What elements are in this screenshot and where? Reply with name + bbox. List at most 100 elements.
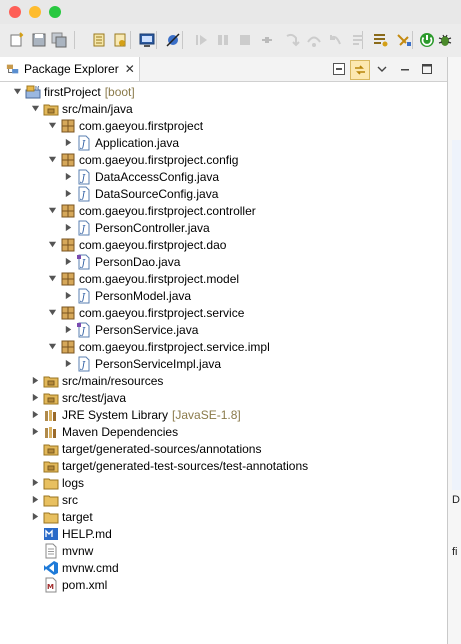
tree-item-label: mvnw [62, 543, 94, 558]
expanded-twisty-icon[interactable] [30, 104, 40, 114]
collapsed-twisty-icon[interactable] [30, 512, 40, 522]
link-with-editor-button[interactable] [350, 60, 370, 80]
skip-breakpoints-button[interactable] [164, 31, 182, 49]
tree-item[interactable]: target [0, 508, 93, 525]
step-over-button[interactable] [305, 31, 323, 49]
tree-item[interactable]: mvnw.cmd [0, 559, 119, 576]
tree-item[interactable]: com.gaeyou.firstproject.dao [0, 236, 226, 253]
close-window-button[interactable] [9, 6, 21, 18]
tree-item[interactable]: src/test/java [0, 389, 126, 406]
collapsed-twisty-icon[interactable] [30, 410, 40, 420]
side-panel-tab[interactable]: D [452, 494, 460, 506]
open-task-button[interactable] [111, 31, 129, 49]
resume-button[interactable] [192, 31, 210, 49]
save-all-button[interactable] [50, 31, 68, 49]
collapse-all-icon [333, 63, 345, 75]
tree-item[interactable]: JRE System Library[JavaSE-1.8] [0, 406, 241, 423]
collapse-all-button[interactable] [330, 60, 348, 78]
expanded-twisty-icon[interactable] [47, 274, 57, 284]
tree-item[interactable]: src/main/resources [0, 372, 163, 389]
refactor-button[interactable] [395, 31, 413, 49]
tree-item[interactable]: mvnw [0, 542, 93, 559]
collapsed-twisty-icon[interactable] [63, 189, 73, 199]
collapsed-twisty-icon[interactable] [63, 359, 73, 369]
suspend-button[interactable] [214, 31, 232, 49]
tree-item[interactable]: com.gaeyou.firstproject.service [0, 304, 244, 321]
expanded-twisty-icon[interactable] [47, 308, 57, 318]
collapsed-twisty-icon[interactable] [63, 257, 73, 267]
tree-item[interactable]: logs [0, 474, 84, 491]
tree-item[interactable]: src [0, 491, 78, 508]
tree-item[interactable]: target/generated-sources/annotations [0, 440, 261, 457]
tree-item[interactable]: com.gaeyou.firstproject.model [0, 270, 239, 287]
tree-item[interactable]: com.gaeyou.firstproject.service.impl [0, 338, 270, 355]
package-icon [60, 305, 76, 321]
minimize-view-button[interactable] [396, 60, 414, 78]
java-file-icon: J [76, 169, 92, 185]
tree-item[interactable]: target/generated-test-sources/test-annot… [0, 457, 308, 474]
svg-text:M: M [47, 583, 54, 591]
tree-item-label: src/test/java [62, 390, 127, 405]
collapsed-twisty-icon[interactable] [63, 325, 73, 335]
new-wizard-button[interactable] [8, 31, 26, 49]
collapsed-twisty-icon[interactable] [63, 172, 73, 182]
collapsed-twisty-icon[interactable] [30, 376, 40, 386]
console-button[interactable] [138, 31, 156, 49]
package-explorer-tab[interactable]: Package Explorer ✕ [0, 57, 140, 81]
run-spring-boot-button[interactable] [418, 31, 436, 49]
collapsed-twisty-icon[interactable] [30, 393, 40, 403]
java-file-icon: J [76, 356, 92, 372]
collapsed-twisty-icon[interactable] [63, 291, 73, 301]
zoom-window-button[interactable] [49, 6, 61, 18]
minimize-window-button[interactable] [29, 6, 41, 18]
tree-item[interactable]: src/main/java [0, 100, 133, 117]
drop-to-frame-button[interactable] [349, 31, 367, 49]
open-type-icon [374, 34, 388, 47]
save-button[interactable] [30, 31, 48, 49]
disconnect-button[interactable] [258, 31, 276, 49]
main-toolbar [0, 24, 461, 58]
tree-item-label: logs [62, 475, 85, 490]
java-file-icon: J [76, 220, 92, 236]
collapsed-twisty-icon[interactable] [30, 495, 40, 505]
tree-item[interactable]: com.gaeyou.firstproject.controller [0, 202, 256, 219]
tree-item[interactable]: com.gaeyou.firstproject [0, 117, 203, 134]
expanded-twisty-icon[interactable] [47, 206, 57, 216]
step-return-button[interactable] [327, 31, 345, 49]
close-tab-icon[interactable]: ✕ [124, 62, 135, 76]
expanded-twisty-icon[interactable] [47, 121, 57, 131]
tree-item-label: firstProject [44, 84, 101, 99]
tree-item[interactable]: Maven Dependencies [0, 423, 178, 440]
view-menu-button[interactable] [373, 60, 391, 78]
maximize-view-button[interactable] [418, 60, 436, 78]
terminate-button[interactable] [236, 31, 254, 49]
step-into-button[interactable] [283, 31, 301, 49]
expanded-twisty-icon[interactable] [47, 155, 57, 165]
tree-item-label: com.gaeyou.firstproject.service [79, 305, 245, 320]
expanded-twisty-icon[interactable] [47, 240, 57, 250]
collapsed-twisty-icon[interactable] [63, 223, 73, 233]
tree-item[interactable]: HELP.md [0, 525, 112, 542]
collapsed-twisty-icon[interactable] [30, 427, 40, 437]
debug-button[interactable] [436, 31, 454, 49]
package-explorer-icon [6, 64, 19, 74]
collapsed-twisty-icon[interactable] [63, 138, 73, 148]
run-spring-boot-icon [420, 33, 434, 47]
collapsed-twisty-icon[interactable] [30, 478, 40, 488]
expanded-twisty-icon[interactable] [12, 87, 22, 97]
expanded-twisty-icon[interactable] [47, 342, 57, 352]
tree-item[interactable]: com.gaeyou.firstproject.config [0, 151, 238, 168]
open-type-button[interactable] [371, 31, 389, 49]
build-button[interactable] [90, 31, 108, 49]
